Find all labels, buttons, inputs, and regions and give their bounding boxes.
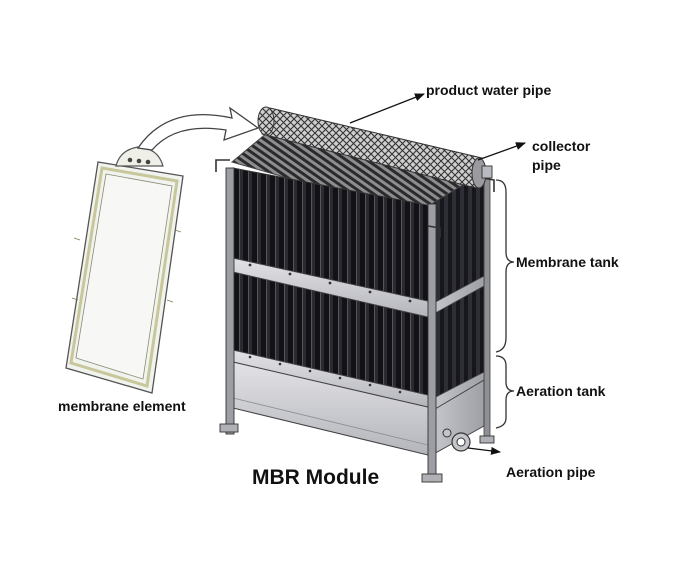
brace-aeration-tank	[495, 355, 515, 429]
arrow-product-water-pipe	[349, 93, 425, 124]
label-aeration-pipe: Aeration pipe	[506, 464, 596, 480]
braces	[495, 179, 515, 429]
mbr-module-drawing	[215, 106, 495, 483]
label-collector-pipe: pipe	[532, 157, 561, 173]
label-aeration-tank: Aeration tank	[516, 383, 606, 399]
arrow-aeration-pipe	[467, 446, 501, 455]
arrow-collector-pipe	[477, 142, 526, 161]
label-membrane-element: membrane element	[58, 398, 186, 414]
diagram-title: MBR Module	[252, 466, 380, 489]
insert-arrow	[136, 106, 260, 151]
callout-arrows	[349, 93, 526, 455]
label-collector: collector	[532, 138, 591, 154]
membrane-element-drawing	[65, 146, 184, 394]
label-membrane-tank: Membrane tank	[516, 254, 619, 270]
label-product-water-pipe: product water pipe	[426, 82, 552, 98]
brace-membrane-tank	[495, 179, 515, 353]
